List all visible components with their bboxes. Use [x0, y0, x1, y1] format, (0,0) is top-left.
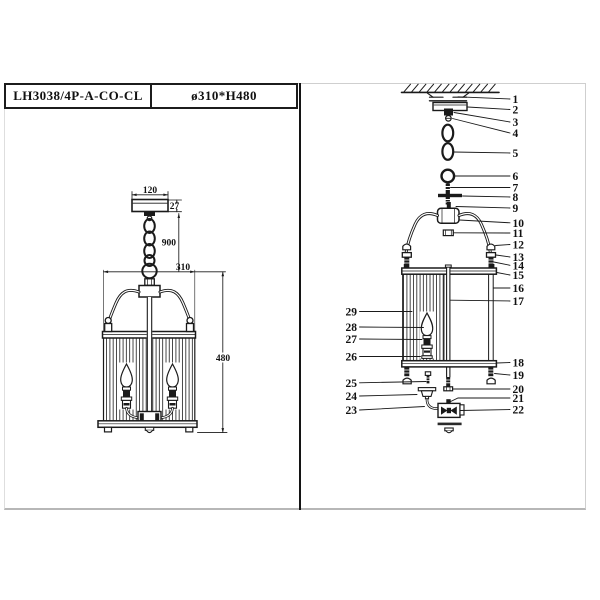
- panel-divider-line: [299, 83, 301, 510]
- callout-16: 16: [513, 283, 525, 295]
- model-code: LH3038/4P-A-CO-CL: [13, 88, 143, 103]
- callout-28: 28: [346, 322, 358, 334]
- ceiling-hatch: [400, 83, 500, 94]
- hanging-loop: [138, 262, 161, 298]
- threaded-rod: [438, 183, 462, 209]
- dim-canopy-width: 120: [143, 186, 158, 196]
- callout-27: 27: [346, 334, 358, 346]
- callout-15: 15: [513, 270, 525, 282]
- callout-5: 5: [513, 148, 519, 160]
- candle-left: [119, 362, 134, 410]
- arm-end-fittings: [401, 243, 497, 268]
- dimension-lines: [103, 191, 228, 434]
- dim-chain-length: 900: [162, 239, 177, 249]
- bottom-assembly: [97, 406, 198, 434]
- callout-6: 6: [513, 171, 519, 183]
- chain: [143, 218, 156, 267]
- center-rod-exploded: [443, 264, 454, 392]
- title-block: LH3038/4P-A-CO-CL ø310*H480: [4, 83, 298, 109]
- overall-size-cell: ø310*H480: [150, 85, 296, 107]
- callout-11: 11: [513, 228, 524, 240]
- dim-canopy-height: 27: [170, 202, 180, 212]
- callout-19: 19: [513, 370, 525, 382]
- callout-numbers-right: 1 2 3 4 5 6 7 8 9 10 11 12 13 14 15 16 1…: [513, 94, 525, 417]
- candle-right: [165, 362, 180, 410]
- callout-26: 26: [346, 352, 358, 364]
- canopy-exploded: [432, 101, 468, 122]
- chain-exploded: [440, 123, 456, 184]
- callout-18: 18: [513, 358, 525, 370]
- canopy: [131, 198, 169, 222]
- callout-14: 14: [513, 260, 525, 272]
- callout-4: 4: [513, 128, 519, 140]
- bottom-rim-exploded: [401, 359, 498, 385]
- dimensioned-drawing: 120 27 900 310 480: [97, 186, 231, 434]
- callout-10: 10: [513, 218, 525, 230]
- callout-3: 3: [513, 117, 519, 129]
- center-rod: [146, 296, 153, 413]
- overall-size: ø310*H480: [191, 88, 257, 103]
- callout-1: 1: [513, 94, 519, 106]
- candle-exploded: [419, 311, 435, 359]
- model-code-cell: LH3038/4P-A-CO-CL: [6, 85, 150, 107]
- callout-22: 22: [513, 405, 525, 417]
- dim-body-height: 480: [216, 354, 231, 364]
- callout-21: 21: [513, 393, 525, 405]
- callout-leaders: [359, 96, 511, 411]
- callout-25: 25: [346, 378, 358, 390]
- callout-numbers-left: 29 28 27 26 25 24 23: [346, 307, 358, 418]
- callout-29: 29: [346, 307, 358, 319]
- callout-20: 20: [513, 384, 525, 396]
- callout-24: 24: [346, 391, 358, 403]
- top-arms: [104, 288, 195, 333]
- callout-13: 13: [513, 252, 525, 264]
- exploded-drawing: 1 2 3 4 5 6 7 8 9 10 11 12 13 14 15 16 1…: [346, 83, 525, 434]
- arm-hub: [404, 207, 492, 253]
- callout-17: 17: [513, 296, 525, 308]
- callout-7: 7: [513, 183, 519, 195]
- callout-23: 23: [346, 405, 358, 417]
- dim-shade-diameter: 310: [176, 263, 191, 273]
- callout-9: 9: [513, 203, 519, 215]
- callout-12: 12: [513, 240, 525, 252]
- socket-assembly: [417, 387, 465, 434]
- callout-8: 8: [513, 192, 519, 204]
- callout-2: 2: [513, 105, 519, 117]
